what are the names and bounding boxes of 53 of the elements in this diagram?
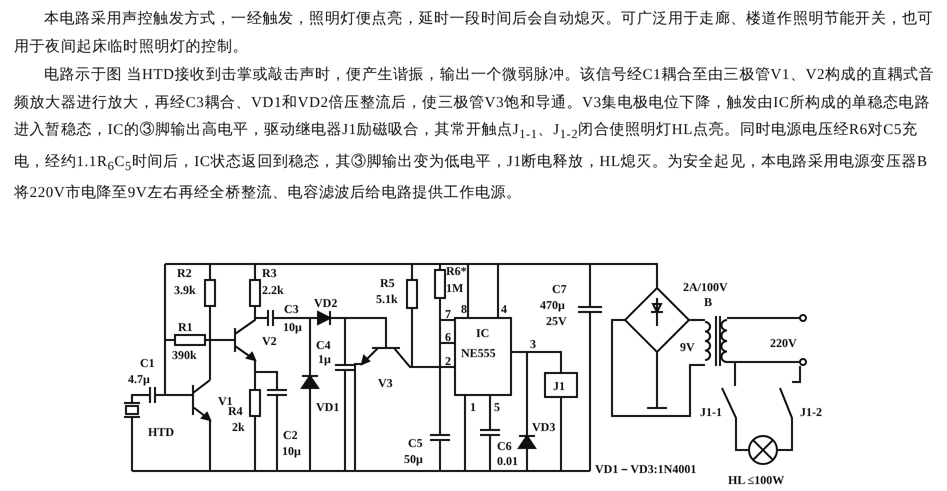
component-label: B [704,295,712,309]
value-label: 9V [680,340,695,354]
component-label: VD1 [316,400,340,414]
value-label: NE555 [461,346,496,360]
note: VD1－VD3:1N4001 [595,462,696,476]
value-label: 50μ [404,452,423,466]
value-label: 1μ [318,352,331,366]
component-label: R6* [446,264,467,278]
value-label: 2.2k [262,283,284,297]
component-label: VD2 [314,296,338,310]
component-label: V3 [378,376,393,390]
component-label: V2 [262,334,277,348]
value-label: 10μ [282,444,301,458]
component-label: R2 [177,266,192,280]
value-label: 470μ [540,298,565,312]
component-label: IC [476,326,490,340]
component-label: R1 [178,320,193,334]
pin-number: 1 [470,400,476,414]
value-label: 4.7μ [128,372,150,386]
value-label: 2k [232,420,245,434]
component-label: C5 [408,436,423,450]
value-label: 3.9k [174,283,196,297]
component-label: J1-2 [800,405,822,419]
value-label: 2A/100V [683,280,728,294]
value-label: 25V [546,314,567,328]
component-label: C7 [552,282,567,296]
value-label: 0.01 [497,454,518,468]
pin-number: 7 [445,307,451,321]
component-label: C4 [316,338,331,352]
value-label: 1M [446,281,464,295]
component-label: C3 [284,302,299,316]
pin-number: 5 [494,400,500,414]
pin-number: 2 [445,354,451,368]
component-label: R3 [262,266,277,280]
description-paragraph: 电路示于图 当HTD接收到击掌或敲击声时，便产生谐振，输出一个微弱脉冲。该信号经C1耦合至由三极管V1、V2构成的直耦式音频放大器进行放大，再经C3耦合、VD1和VD2倍压整流后，使三极管V3饱和导通。V3集电极电位下降，触发由IC所构成的单稳态电路进入暂稳态，IC的③脚输出高电平，驱动继电器J1励磁吸合，其常开触点J$_{1-1}$、J$_{1-2}$闭合使照明灯HL点亮。同时电源电压经R6对C5充电，经约1.1R$_{6}$C$_{5}$时间后，IC状态返回到稳态，其③脚输出变为低电平，J1断电释放，HL熄灭。为安全起见，本电路采用电源变压器B将220V市电降至9V左右再经全桥整流、电容滤波后给电路提供工作电源。 [14,65,936,203]
pin-number: 3 [530,337,536,351]
component-label: C6 [497,439,512,453]
component-label: J1-1 [700,405,722,419]
pin-number: 8 [461,302,467,316]
component-label: C2 [283,428,298,442]
component-label: J1 [553,379,565,393]
value-label: 10μ [283,320,302,334]
value-label: 5.1k [376,292,398,306]
component-label: HTD [148,425,174,439]
pin-number: 6 [445,330,451,344]
component-label: VD3 [532,420,556,434]
component-label: R5 [380,276,395,290]
value-label: 390k [172,348,197,362]
pin-number: 4 [501,302,507,316]
note: HL ≤100W [728,473,784,487]
description-paragraph: 本电路采用声控触发方式，一经触发，照明灯便点亮，延时一段时间后会自动熄灭。可广泛用于走廊、楼道作照明节能开关，也可用于夜间起床临时照明灯的控制。 [14,9,934,56]
component-label: C1 [140,356,155,370]
value-label: 220V [770,336,797,350]
